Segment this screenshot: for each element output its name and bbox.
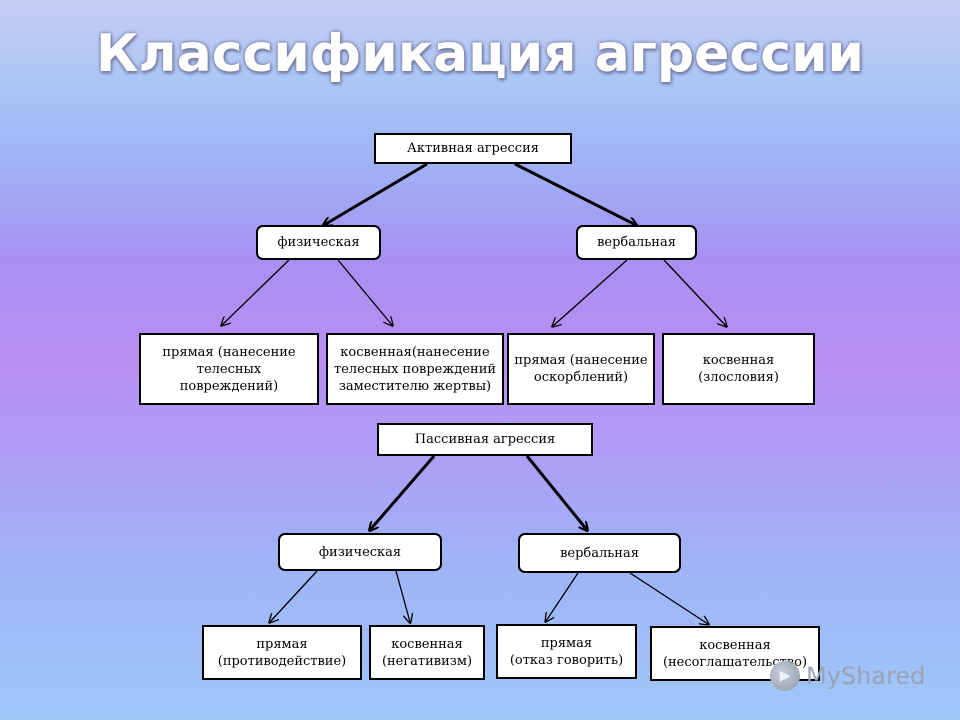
watermark: ▶ MyShared <box>770 658 925 694</box>
active-verbal-indirect-node: косвенная (злословия) <box>662 333 815 405</box>
arrow-physical-to-direct <box>222 259 290 325</box>
watermark-text: MyShared <box>806 662 926 690</box>
arrow-passive-verbal-to-indirect <box>629 572 708 624</box>
arrow-physical-to-indirect <box>337 259 392 325</box>
active-physical-indirect-node: косвенная(нанесение телесных повреждений… <box>326 333 504 405</box>
arrow-active-to-verbal <box>514 162 636 225</box>
active-physical-direct-node: прямая (нанесение телесных повреждений) <box>139 333 319 405</box>
arrow-passive-to-physical <box>370 455 436 530</box>
arrow-verbal-to-indirect <box>663 259 726 326</box>
page-title: Классификация агрессии <box>96 24 864 84</box>
arrow-passive-physical-to-indirect <box>395 570 410 622</box>
active-verbal-direct-node: прямая (нанесение оскорблений) <box>507 333 655 405</box>
passive-verbal-direct-node: прямая (отказ говорить) <box>496 624 637 679</box>
passive-aggression-node: Пассивная агрессия <box>377 423 593 456</box>
arrow-passive-verbal-to-direct <box>546 572 579 621</box>
passive-physical-direct-node: прямая (противодействие) <box>202 625 362 680</box>
active-verbal-node: вербальная <box>576 225 697 260</box>
passive-verbal-indirect-node: косвенная (несоглашательство) <box>650 626 820 681</box>
active-physical-node: физическая <box>256 225 381 260</box>
myshared-logo-icon: ▶ <box>770 661 800 691</box>
passive-physical-indirect-node: косвенная (негативизм) <box>369 625 485 680</box>
passive-physical-node: физическая <box>278 533 442 571</box>
passive-verbal-node: вербальная <box>518 533 681 573</box>
arrow-passive-to-verbal <box>525 455 587 530</box>
arrow-verbal-to-direct <box>553 259 628 326</box>
arrow-passive-physical-to-direct <box>270 570 318 622</box>
arrow-active-to-physical <box>324 162 428 225</box>
active-aggression-node: Активная агрессия <box>374 133 572 164</box>
